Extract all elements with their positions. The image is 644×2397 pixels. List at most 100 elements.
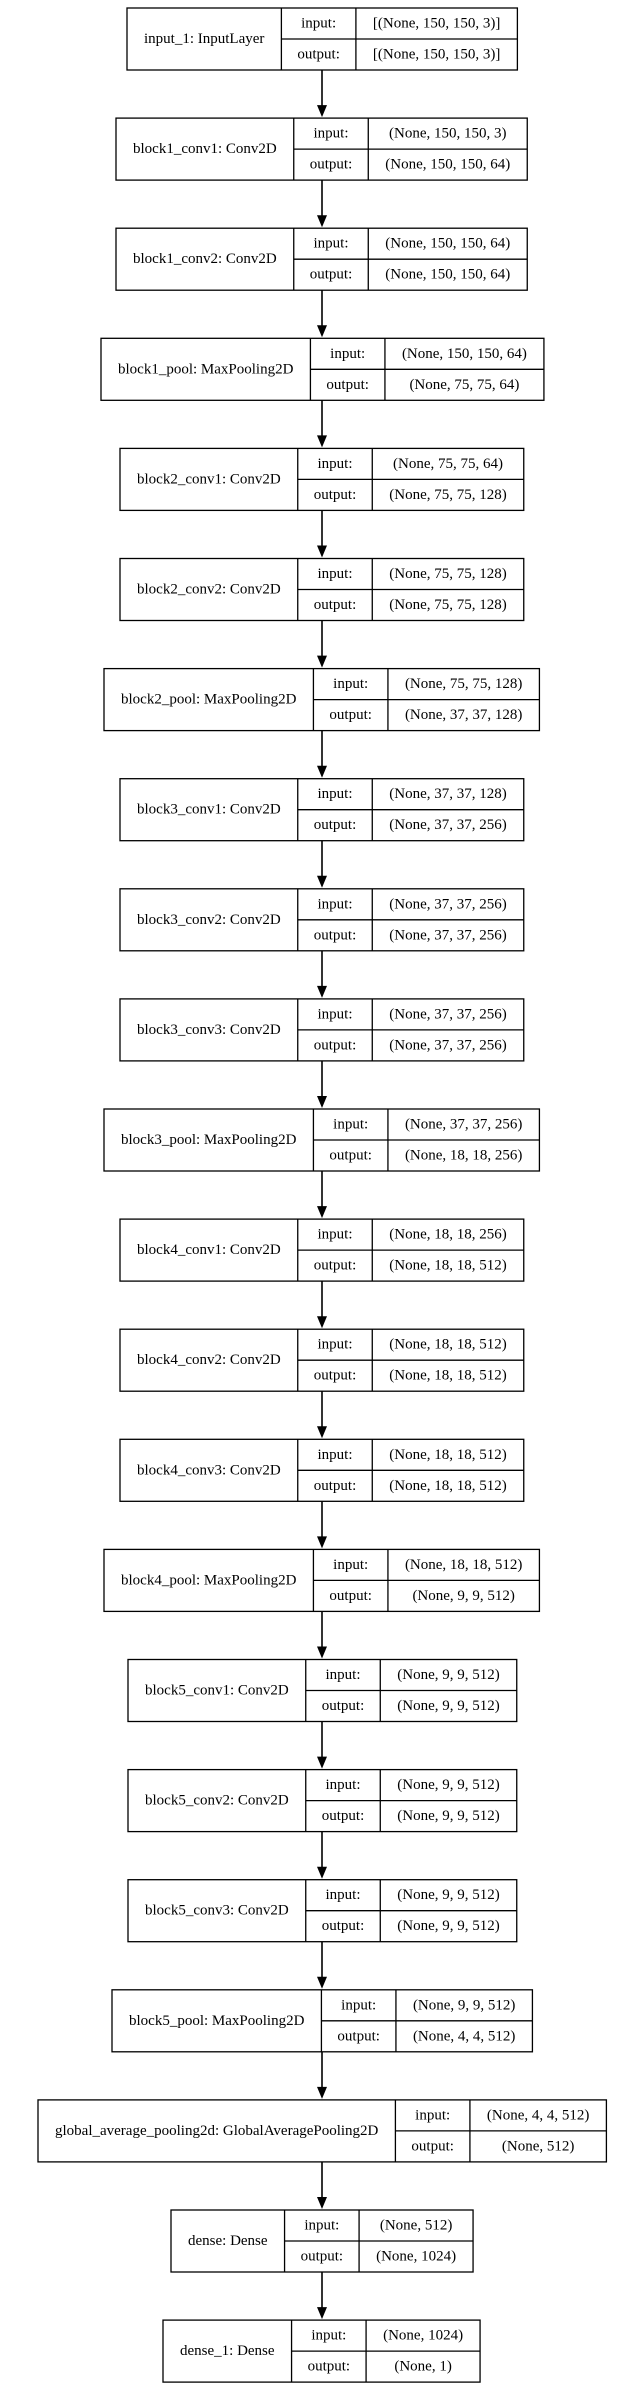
layer-name: block3_conv1: Conv2D bbox=[137, 802, 281, 818]
flow-arrow bbox=[317, 1171, 327, 1219]
layer-node-12: block4_conv1: Conv2Dinput:output:(None, … bbox=[119, 1218, 525, 1282]
layer-name: block5_pool: MaxPooling2D bbox=[129, 2013, 305, 2029]
output-shape-value: (None, 4, 4, 512) bbox=[413, 2028, 515, 2044]
input-shape-value: (None, 37, 37, 256) bbox=[405, 1117, 522, 1133]
layer-name: block3_conv2: Conv2D bbox=[137, 912, 281, 928]
input-port-label: input: bbox=[326, 1887, 361, 1903]
input-port-label: input: bbox=[314, 236, 349, 252]
input-shape-value: (None, 18, 18, 512) bbox=[389, 1447, 506, 1463]
layer-node-21: dense: Dense input: output: (None, 512) (Non… bbox=[170, 2209, 474, 2273]
output-shape-value: (None, 37, 37, 128) bbox=[405, 707, 522, 723]
input-shape-value: (None, 9, 9, 512) bbox=[397, 1777, 499, 1793]
output-port-label: output: bbox=[297, 47, 340, 63]
input-port-label: input: bbox=[333, 1117, 368, 1133]
output-port-label: output: bbox=[322, 1918, 365, 1934]
input-port-label: input: bbox=[301, 16, 336, 32]
output-shape-value: (None, 9, 9, 512) bbox=[397, 1698, 499, 1714]
input-port-label: input: bbox=[318, 1006, 353, 1022]
flow-arrow bbox=[317, 290, 327, 338]
flow-arrow bbox=[317, 1831, 327, 1879]
layer-name: block5_conv3: Conv2D bbox=[145, 1903, 289, 1919]
flow-arrow bbox=[317, 1501, 327, 1549]
input-port-label: input: bbox=[318, 566, 353, 582]
layer-node-8: block3_conv1: Conv2Dinput:output:(None, … bbox=[119, 778, 525, 842]
layer-node-11: block3_pool: MaxPooling2D input: output: (N… bbox=[103, 1108, 541, 1172]
output-port-label: output: bbox=[329, 1148, 372, 1164]
output-port-label: output: bbox=[314, 1258, 357, 1274]
layer-name: block1_conv2: Conv2D bbox=[133, 251, 277, 267]
layer-name: dense: Dense bbox=[188, 2233, 268, 2249]
layer-name: block2_pool: MaxPooling2D bbox=[121, 692, 297, 708]
layer-node-19: block5_pool: MaxPooling2Dinput:output:(N… bbox=[111, 1989, 534, 2053]
layer-name: block2_conv1: Conv2D bbox=[137, 471, 281, 487]
output-port-label: output: bbox=[314, 1478, 357, 1494]
flow-arrow bbox=[317, 620, 327, 668]
flow-arrow bbox=[317, 1391, 327, 1439]
flow-arrow bbox=[317, 1281, 327, 1329]
input-port-label: input: bbox=[318, 1447, 353, 1463]
layer-name: block4_conv3: Conv2D bbox=[137, 1462, 281, 1478]
nodes-layer: input_1: InputLayerinput:output:[(None, … bbox=[37, 7, 608, 2383]
layer-name: block1_conv1: Conv2D bbox=[133, 141, 277, 157]
input-shape-value: (None, 4, 4, 512) bbox=[487, 2107, 589, 2123]
output-port-label: output: bbox=[329, 707, 372, 723]
output-shape-value: (None, 512) bbox=[502, 2138, 574, 2154]
output-port-label: output: bbox=[310, 267, 353, 283]
output-port-label: output: bbox=[314, 597, 357, 613]
layer-name: block1_pool: MaxPooling2D bbox=[118, 361, 294, 377]
layer-node-14: block4_conv3: Conv2D input: output: (None, … bbox=[119, 1438, 525, 1502]
input-shape-value: (None, 75, 75, 128) bbox=[389, 566, 506, 582]
flow-arrow bbox=[317, 1721, 327, 1769]
output-shape-value: (None, 18, 18, 512) bbox=[389, 1368, 506, 1384]
input-port-label: input: bbox=[311, 2328, 346, 2344]
layer-node-1: input_1: InputLayerinput:output:[(None, … bbox=[126, 7, 519, 71]
input-port-label: input: bbox=[341, 1997, 376, 2013]
flow-arrow bbox=[317, 400, 327, 448]
layer-node-13: block4_conv2: Conv2Dinput:output:(None, … bbox=[119, 1328, 525, 1392]
flow-arrow bbox=[317, 730, 327, 778]
output-shape-value: (None, 18, 18, 512) bbox=[389, 1258, 506, 1274]
flow-arrow bbox=[317, 70, 327, 118]
output-shape-value: (None, 150, 150, 64) bbox=[385, 157, 510, 173]
input-port-label: input: bbox=[333, 1557, 368, 1573]
flow-arrow bbox=[317, 510, 327, 558]
flow-arrow bbox=[317, 180, 327, 228]
flow-arrow bbox=[317, 1611, 327, 1659]
input-shape-value: (None, 512) bbox=[380, 2218, 452, 2234]
layer-node-7: block2_pool: MaxPooling2Dinput:output:(N… bbox=[103, 667, 541, 732]
input-shape-value: (None, 150, 150, 64) bbox=[402, 346, 527, 362]
input-port-label: input: bbox=[318, 786, 353, 802]
flow-arrow bbox=[317, 2051, 327, 2099]
input-shape-value: (None, 18, 18, 256) bbox=[389, 1227, 506, 1243]
layer-name: block5_conv1: Conv2D bbox=[145, 1683, 289, 1699]
flow-arrow bbox=[317, 840, 327, 888]
output-shape-value: (None, 37, 37, 256) bbox=[389, 817, 506, 833]
layer-node-10: block3_conv3: Conv2Dinput:output:(None, … bbox=[119, 998, 525, 1062]
output-port-label: output: bbox=[301, 2249, 344, 2265]
input-port-label: input: bbox=[318, 896, 353, 912]
input-port-label: input: bbox=[304, 2218, 339, 2234]
input-port-label: input: bbox=[415, 2107, 450, 2123]
layer-name: block2_conv2: Conv2D bbox=[137, 582, 281, 598]
input-shape-value: (None, 37, 37, 256) bbox=[389, 1006, 506, 1022]
flow-arrow bbox=[317, 1941, 327, 1989]
layer-name: dense_1: Dense bbox=[180, 2343, 275, 2359]
input-port-label: input: bbox=[326, 1667, 361, 1683]
output-shape-value: (None, 1024) bbox=[376, 2249, 456, 2265]
output-shape-value: (None, 1) bbox=[394, 2359, 451, 2375]
input-port-label: input: bbox=[318, 456, 353, 472]
output-shape-value: (None, 9, 9, 512) bbox=[397, 1808, 499, 1824]
input-port-label: input: bbox=[326, 1777, 361, 1793]
input-shape-value: (None, 9, 9, 512) bbox=[397, 1887, 499, 1903]
layer-name: block3_pool: MaxPooling2D bbox=[121, 1132, 297, 1148]
layer-node-17: block5_conv2: Conv2Dinput:output:(None, … bbox=[127, 1768, 518, 1833]
output-port-label: output: bbox=[310, 157, 353, 173]
input-shape-value: (None, 75, 75, 64) bbox=[393, 456, 503, 472]
input-port-label: input: bbox=[330, 346, 365, 362]
layer-node-15: block4_pool: MaxPooling2Dinput:output:(N… bbox=[103, 1548, 541, 1613]
layer-node-6: block2_conv2: Conv2D input: output: (None, … bbox=[119, 557, 525, 622]
flow-arrow bbox=[317, 2272, 327, 2320]
layer-node-5: block2_conv1: Conv2Dinput:output:(None, … bbox=[119, 447, 525, 512]
